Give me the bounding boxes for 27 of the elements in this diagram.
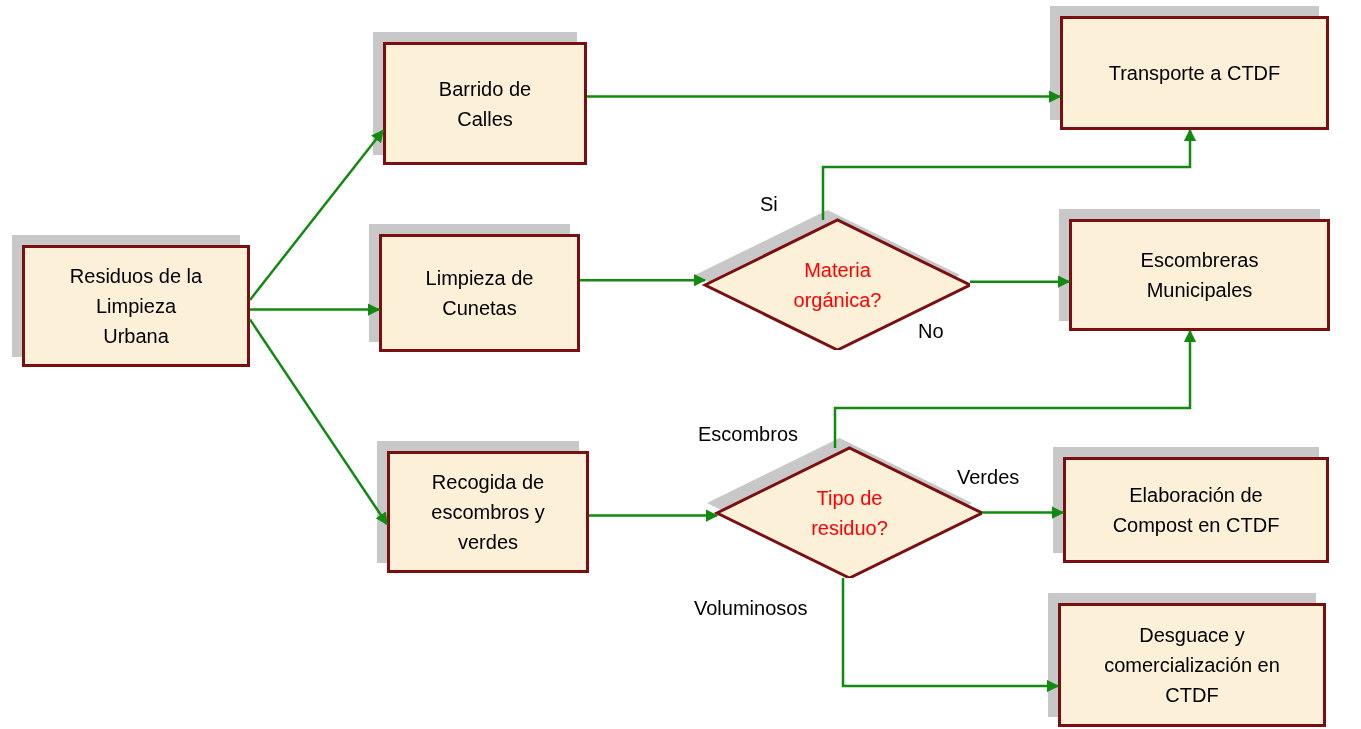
box-label: Barrido de Calles: [437, 76, 533, 132]
decision-diamond: [695, 210, 970, 350]
arrow: [589, 509, 719, 522]
edge-label: Escombros: [698, 423, 799, 446]
arrow: [248, 318, 389, 526]
arrow: [250, 303, 381, 316]
edge-label: No: [918, 320, 944, 343]
box-label: Residuos de la Limpieza Urbana: [68, 264, 204, 349]
arrow: [821, 128, 1197, 220]
arrow: [580, 273, 707, 287]
box-label: Limpieza de Cunetas: [424, 266, 535, 321]
arrow: [841, 578, 1060, 693]
arrow: [587, 90, 1062, 103]
box-label: Materia orgánica?: [792, 258, 883, 313]
arrow: [970, 275, 1071, 288]
arrow: [249, 129, 384, 301]
edge-label: Voluminosos: [694, 597, 808, 620]
edge-label: Verdes: [957, 466, 1020, 489]
box-label: Escombreras Municipales: [1139, 248, 1260, 303]
box-label: Transporte a CTDF: [1108, 61, 1281, 86]
arrow: [982, 506, 1065, 519]
arrow: [833, 329, 1197, 448]
edge-label: Si: [760, 193, 778, 216]
box-label: Recogida de escombros y verdes: [430, 470, 546, 555]
box-label: Desguace y comercialización en CTDF: [1103, 623, 1281, 708]
box-label: Tipo de residuo?: [810, 486, 889, 541]
box-label: Elaboración de Compost en CTDF: [1111, 483, 1281, 538]
